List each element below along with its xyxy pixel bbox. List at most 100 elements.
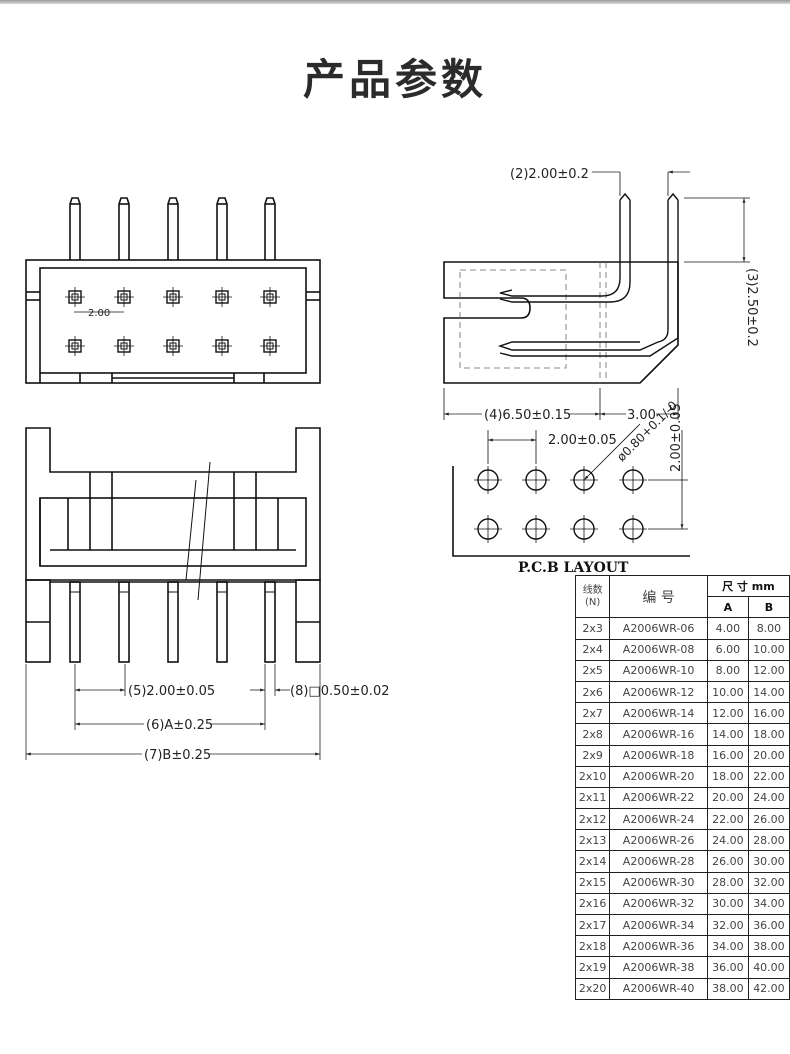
cell-model: A2006WR-38 [609,956,708,979]
cell-b: 16.00 [747,702,790,725]
cell-model: A2006WR-36 [609,935,708,958]
header-model: 编 号 [609,574,708,619]
pcb-holes [474,466,647,543]
pin-hole-inner [218,293,226,301]
front-pitch-label: 2.00 [88,308,110,319]
pin [167,581,179,663]
cell-lines: 2x9 [574,744,611,767]
pin-hole-inner [120,342,128,350]
cell-lines: 2x13 [574,829,611,852]
cell-lines: 2x12 [574,808,611,831]
pin [264,197,276,260]
cell-model: A2006WR-24 [609,808,708,831]
front-view-body [25,259,321,384]
cell-a: 8.00 [706,659,749,682]
bottom-dim-b: (7)B±0.25 [144,748,211,763]
pin-hole [263,339,277,353]
cell-model: A2006WR-30 [609,871,708,894]
header-b: B [747,596,790,619]
header-lines-label: 线数 [582,584,603,596]
pin-hole [68,290,82,304]
cell-lines: 2x4 [574,638,611,661]
cell-lines: 2x20 [574,977,611,1000]
cell-lines: 2x11 [574,786,611,810]
pcb-layout [452,423,690,557]
cell-model: A2006WR-12 [609,680,708,704]
side-dim-pitch: (2)2.00±0.2 [510,167,589,182]
cell-model: A2006WR-34 [609,913,708,937]
cell-lines: 2x17 [574,913,611,937]
cell-model: A2006WR-18 [609,744,708,767]
cell-lines: 2x7 [574,702,611,725]
cell-a: 6.00 [706,638,749,661]
cell-lines: 2x10 [574,765,611,788]
pin-hole-inner [169,342,177,350]
pin [167,197,179,260]
front-view-inner-frame [39,267,307,374]
cell-model: A2006WR-16 [609,723,708,746]
pin-hole-inner [71,293,79,301]
cell-b: 34.00 [747,892,790,916]
cell-lines: 2x5 [574,659,611,682]
cell-model: A2006WR-28 [609,850,708,873]
cell-model: A2006WR-40 [609,977,708,1000]
cell-b: 24.00 [747,786,790,810]
front-view-top-pins [69,197,276,260]
pin [264,581,276,663]
cell-b: 32.00 [747,871,790,894]
cell-b: 26.00 [747,808,790,831]
pin-hole [166,339,180,353]
front-view [25,197,321,384]
cell-b: 22.00 [747,765,790,788]
cell-a: 34.00 [706,935,749,958]
cell-lines: 2x16 [574,892,611,916]
cell-a: 12.00 [706,702,749,725]
side-dim-depth: (4)6.50±0.15 [484,408,571,423]
side-dim-height: (3)2.50±0.2 [744,268,759,347]
pin [69,197,81,260]
pin-hole-inner [169,293,177,301]
cell-lines: 2x15 [574,871,611,894]
bottom-view-pins [69,581,276,663]
cell-b: 28.00 [747,829,790,852]
header-lines: 线数 (N) [574,574,611,619]
cell-lines: 2x6 [574,680,611,704]
cell-b: 38.00 [747,935,790,958]
pin-hole [263,290,277,304]
header-size: 尺 寸 mm [706,574,790,598]
cell-a: 38.00 [706,977,749,1000]
cell-model: A2006WR-10 [609,659,708,682]
bottom-view-dimension-lines [25,664,321,760]
pin-hole [117,290,131,304]
cell-lines: 2x8 [574,723,611,746]
cell-a: 4.00 [706,617,749,640]
pin-hole [215,290,229,304]
pin [69,581,81,663]
pcb-dim-pitch-y: 2.00±0.05 [669,403,684,472]
cell-a: 10.00 [706,680,749,704]
cell-a: 36.00 [706,956,749,979]
pin-hole [215,339,229,353]
cell-a: 32.00 [706,913,749,937]
side-dim-pin-offset: 3.00 [627,408,656,423]
pin-hole-inner [120,293,128,301]
cell-b: 36.00 [747,913,790,937]
pcb-dim-pitch-x: 2.00±0.05 [548,433,617,448]
pin [216,197,228,260]
cell-b: 14.00 [747,680,790,704]
cell-a: 30.00 [706,892,749,916]
cell-lines: 2x19 [574,956,611,979]
cell-b: 20.00 [747,744,790,767]
